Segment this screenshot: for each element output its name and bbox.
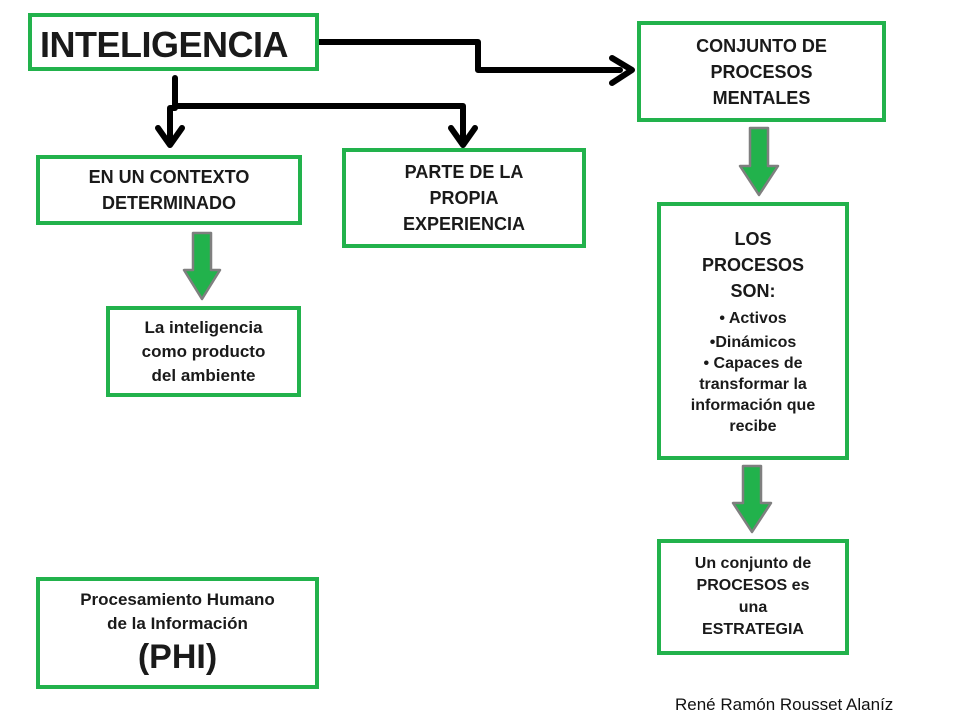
procesos-item-capaces-1: • Capaces de bbox=[703, 354, 803, 372]
phi-line-1: Procesamiento Humano bbox=[80, 590, 275, 609]
box-phi: Procesamiento Humano de la Información (… bbox=[36, 577, 319, 689]
green-arrow-contexto-to-producto bbox=[182, 231, 222, 301]
estrategia-line-4: ESTRATEGIA bbox=[702, 621, 804, 638]
producto-line-3: del ambiente bbox=[151, 365, 256, 385]
estrategia-line-1: Un conjunto de bbox=[694, 555, 812, 572]
experiencia-line-3: EXPERIENCIA bbox=[402, 214, 526, 234]
arrowhead-experiencia bbox=[448, 125, 478, 148]
experiencia-line-2: PROPIA bbox=[429, 188, 499, 208]
producto-line-2: como producto bbox=[141, 341, 266, 361]
author-credit: René Ramón Rousset Alaníz bbox=[675, 695, 894, 714]
connector-to-experiencia bbox=[172, 103, 466, 143]
producto-line-1: La inteligencia bbox=[144, 317, 263, 337]
conjunto-line-3: MENTALES bbox=[712, 87, 811, 108]
experiencia-line-1: PARTE DE LA bbox=[404, 162, 524, 182]
conjunto-line-2: PROCESOS bbox=[710, 61, 813, 82]
arrowhead-conjunto bbox=[609, 55, 635, 86]
estrategia-line-2: PROCESOS es bbox=[696, 577, 810, 594]
box-producto-ambiente: La inteligencia como producto del ambien… bbox=[106, 306, 301, 397]
procesos-heading-line-2: PROCESOS bbox=[701, 254, 805, 275]
procesos-item-dinamicos: •Dinámicos bbox=[709, 333, 797, 351]
procesos-item-capaces-2: transformar la bbox=[699, 375, 807, 393]
connector-to-conjunto bbox=[315, 39, 623, 73]
phi-line-2: de la Información bbox=[107, 614, 248, 633]
box-contexto: EN UN CONTEXTO DETERMINADO bbox=[36, 155, 302, 225]
contexto-line-2: DETERMINADO bbox=[102, 193, 236, 213]
conjunto-line-1: CONJUNTO DE bbox=[696, 35, 827, 56]
green-arrow-procesos-to-estrategia bbox=[731, 464, 773, 534]
box-estrategia: Un conjunto de PROCESOS es una ESTRATEGI… bbox=[657, 539, 849, 655]
arrowhead-contexto bbox=[155, 125, 185, 148]
phi-acronym: (PHI) bbox=[137, 638, 218, 676]
procesos-item-capaces-3: información que bbox=[690, 396, 816, 414]
box-conjunto-procesos: CONJUNTO DE PROCESOS MENTALES bbox=[637, 21, 886, 122]
box-experiencia: PARTE DE LA PROPIA EXPERIENCIA bbox=[342, 148, 586, 248]
procesos-heading-line-3: SON: bbox=[730, 280, 776, 301]
contexto-line-1: EN UN CONTEXTO bbox=[88, 167, 250, 187]
estrategia-line-3: una bbox=[738, 599, 768, 616]
title-text: INTELIGENCIA bbox=[40, 24, 289, 65]
green-arrow-conjunto-to-procesos bbox=[738, 126, 780, 197]
connector-to-contexto bbox=[167, 75, 178, 143]
title-box: INTELIGENCIA bbox=[28, 13, 319, 71]
box-procesos-son: LOS PROCESOS SON: • Activos •Dinámicos •… bbox=[657, 202, 849, 460]
procesos-heading-line-1: LOS bbox=[734, 228, 772, 249]
procesos-item-activos: • Activos bbox=[719, 309, 787, 327]
procesos-item-capaces-4: recibe bbox=[729, 417, 777, 435]
